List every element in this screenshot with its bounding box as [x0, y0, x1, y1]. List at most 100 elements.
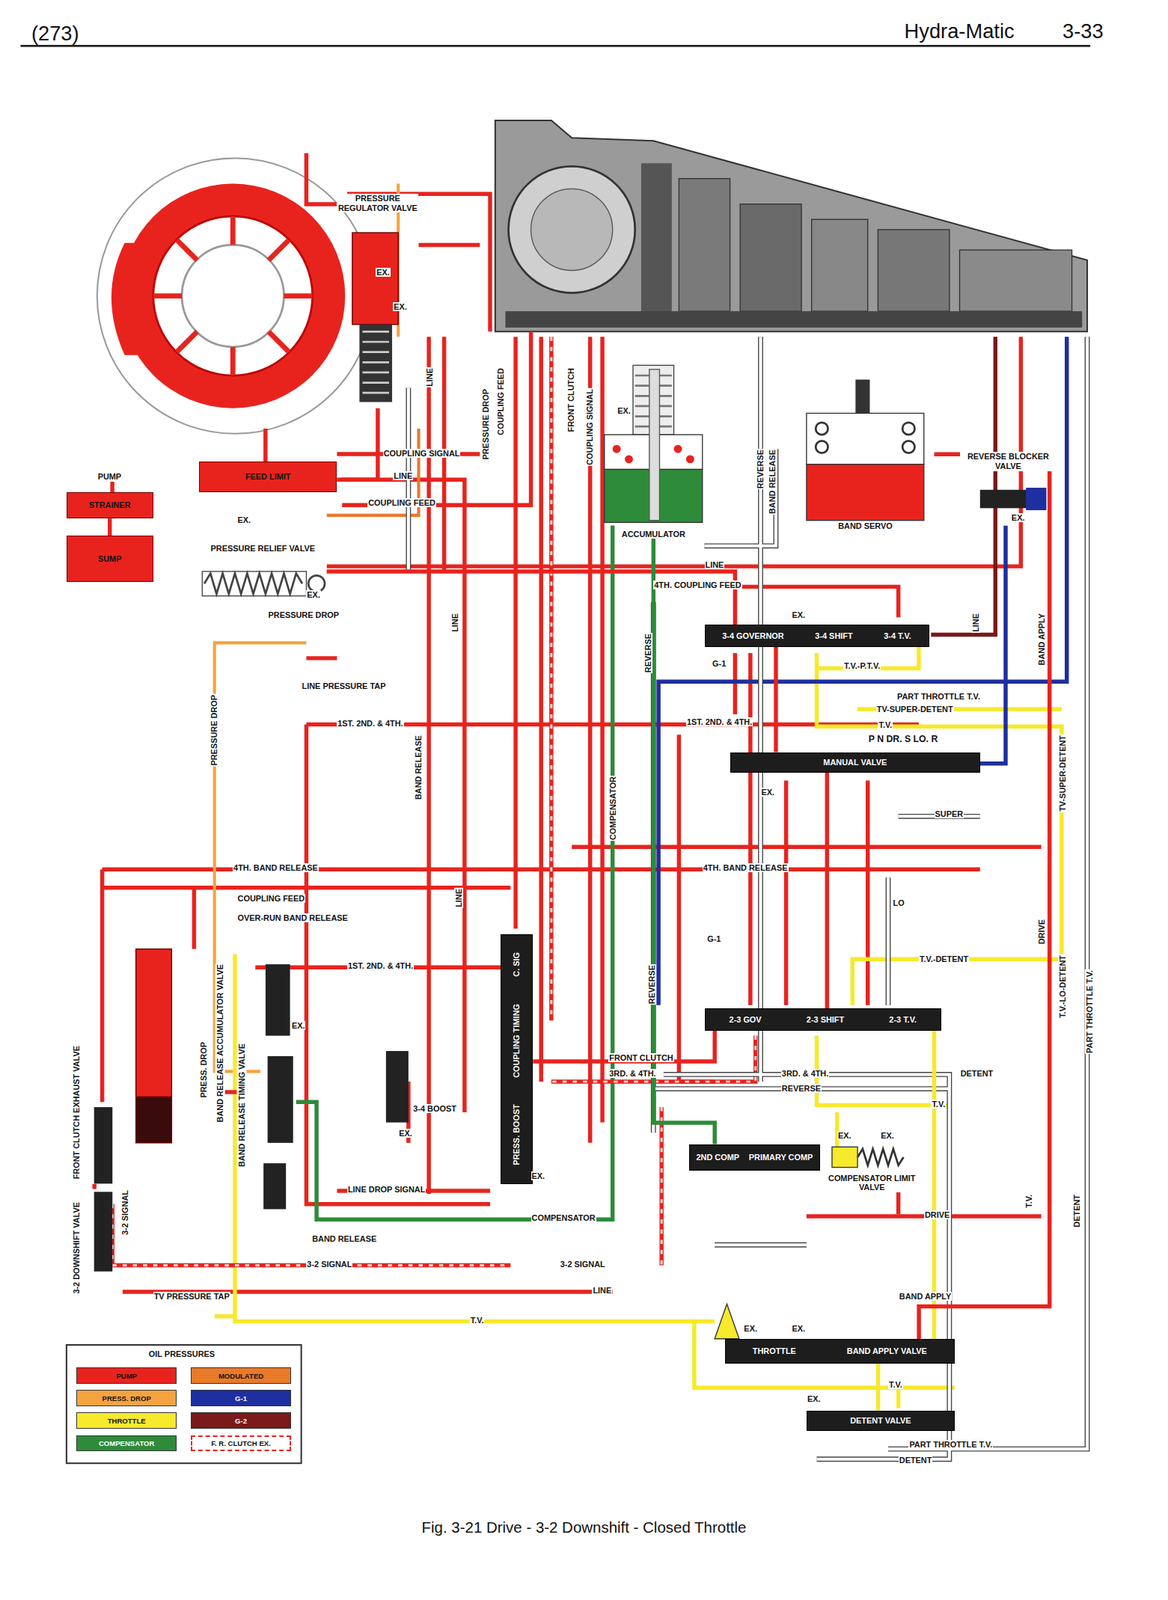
- component-label: BAND SERVO: [837, 521, 894, 532]
- oil-line: [918, 454, 1050, 1340]
- line-label: T.V.-DETENT: [918, 954, 969, 964]
- line-label: COUPLING FEED: [237, 894, 307, 904]
- line-label: BAND RELEASE: [311, 1234, 378, 1244]
- line-label: EX.: [392, 302, 408, 312]
- oil-line: [825, 772, 830, 1009]
- accumulator-valve: BAND RELEASE ACCUMULATOR VALVE: [132, 944, 225, 1144]
- line-label: 3-4 BOOST: [412, 1104, 458, 1114]
- component-label: 2-3 GOV: [729, 1015, 762, 1026]
- page-header: Hydra-Matic: [903, 20, 1016, 43]
- component-label: BAND APPLY VALVE: [847, 1346, 928, 1357]
- line-label: EX.: [879, 1131, 895, 1141]
- legend-text: THROTTLE: [105, 1417, 149, 1426]
- line-label: 3-2 SIGNAL: [559, 1260, 607, 1270]
- line-label: PART THROTTLE T.V.: [908, 1440, 993, 1450]
- line-label: EX.: [616, 406, 632, 416]
- line-label: COUPLING FEED: [367, 498, 437, 508]
- line-label: T.V.: [1024, 1194, 1034, 1210]
- component-label: FRONT CLUTCH EXHAUST VALVE: [71, 1045, 82, 1180]
- component-label: BAND RELEASE ACCUMULATOR VALVE: [215, 963, 226, 1124]
- line-label: SUPER: [934, 809, 965, 819]
- line-label: EX.: [760, 787, 776, 797]
- line-label: COMPENSATOR: [608, 775, 618, 842]
- component-label: THROTTLE: [752, 1346, 797, 1357]
- line-label: LINE: [392, 471, 414, 481]
- line-label: BAND RELEASE: [413, 734, 423, 801]
- line-label: T.V.: [877, 720, 893, 730]
- compensator-valve: 2ND COMP PRIMARY COMP: [689, 1144, 821, 1171]
- line-label: EX.: [375, 267, 391, 277]
- legend-swatch: MODULATED: [190, 1367, 292, 1385]
- line-label: FRONT CLUTCH: [566, 367, 576, 433]
- line-label: BAND APPLY: [898, 1292, 953, 1302]
- component-label: PRIMARY COMP: [748, 1153, 813, 1163]
- line-label: T.V.-LO-DETENT: [1058, 954, 1067, 1020]
- legend-text: PUMP: [113, 1372, 140, 1381]
- line-label: DETENT: [898, 1456, 934, 1466]
- line-label: LINE: [704, 560, 726, 570]
- line-label: 3-2 SIGNAL: [306, 1260, 353, 1270]
- line-label: G-1: [711, 659, 727, 669]
- line-label: 4TH. COUPLING FEED: [653, 580, 742, 590]
- line-label: EX.: [531, 1171, 547, 1181]
- legend-swatch: PRESS. DROP: [76, 1390, 177, 1407]
- oil-line: [107, 518, 112, 536]
- coupling-timing-valve: C. SIGCOUPLING TIMINGPRESS. BOOST: [500, 934, 534, 1185]
- legend-text: F. R. CLUTCH EX.: [208, 1439, 274, 1448]
- valve-label: PRESSURE REGULATOR VALVE: [336, 193, 419, 409]
- line-label: G-1: [706, 934, 722, 944]
- page-header: (273): [30, 22, 81, 45]
- component-label: 2ND COMP: [695, 1153, 740, 1163]
- oil-line: [653, 531, 715, 1145]
- line-label: P N DR. S LO. R: [867, 734, 939, 746]
- line-label: FRONT CLUTCH: [608, 1053, 674, 1063]
- feed-limit-valve: FEED LIMIT: [199, 461, 337, 493]
- line-label: 3RD. & 4TH.: [781, 1069, 830, 1079]
- oil-line: [336, 408, 378, 481]
- line-label: LO: [892, 898, 906, 908]
- band-apply-valve: THROTTLE BAND APPLY VALVE: [725, 1339, 955, 1365]
- component-label: COMPENSATOR LIMIT VALVE: [825, 1173, 920, 1193]
- component-label: FEED LIMIT: [245, 472, 292, 482]
- strainer-box: STRAINER: [66, 492, 154, 519]
- pump-assembly: PUMP: [97, 153, 333, 482]
- line-label: EX.: [306, 590, 321, 600]
- legend-swatch: F. R. CLUTCH EX.: [190, 1435, 292, 1453]
- line-label: PRESSURE DROP: [481, 388, 491, 461]
- timing-valve: BAND RELEASE TIMING VALVE: [237, 1041, 299, 1170]
- line-label: T.V.-P.T.V.: [843, 661, 881, 671]
- legend-swatch: THROTTLE: [76, 1412, 177, 1430]
- shift-valve: 2-3 GOV2-3 SHIFT2-3 T.V.: [704, 1008, 943, 1032]
- line-label: EX.: [1010, 513, 1026, 523]
- legend-swatch: G-1: [190, 1390, 292, 1407]
- line-label: 1ST. 2ND. & 4TH.: [347, 961, 414, 971]
- line-label: DRIVE: [1037, 918, 1047, 946]
- line-label: PRESS. DROP: [199, 1041, 209, 1100]
- oil-line: [224, 1090, 237, 1094]
- line-label: LINE: [971, 612, 981, 634]
- line-label: BAND RELEASE: [767, 448, 777, 515]
- line-label: REVERSE: [755, 448, 765, 490]
- line-label: LINE PRESSURE TAP: [301, 681, 387, 691]
- line-label: LINE DROP SIGNAL: [347, 1185, 426, 1195]
- line-label: 4TH. BAND RELEASE: [702, 863, 789, 873]
- line-label: 4TH. BAND RELEASE: [232, 863, 319, 873]
- component-label: STRAINER: [89, 500, 131, 511]
- exhaust-valve: FRONT CLUTCH EXHAUST VALVE: [71, 1041, 118, 1185]
- line-label: EX.: [743, 1324, 758, 1334]
- line-label: EX.: [291, 1021, 307, 1031]
- legend-swatch: PUMP: [76, 1367, 177, 1385]
- oil-line: [773, 647, 778, 753]
- line-label: OIL PRESSURES: [148, 1349, 216, 1359]
- component-label: COUPLING TIMING: [511, 1004, 522, 1079]
- shift-valve: 3-4 GOVERNOR3-4 SHIFT3-4 T.V.: [704, 624, 930, 648]
- manual-valve: MANUAL VALVE: [730, 752, 981, 773]
- line-label: REVERSE: [643, 633, 653, 674]
- line-label: 3-2 SIGNAL: [120, 1189, 130, 1237]
- component-label: 3-2 DOWNSHIFT VALVE: [71, 1201, 82, 1296]
- legend-text: COMPENSATOR: [96, 1439, 157, 1448]
- component-label: PUMP: [97, 472, 123, 482]
- line-label: REVERSE: [781, 1084, 822, 1094]
- component-label: 2-3 T.V.: [888, 1015, 917, 1026]
